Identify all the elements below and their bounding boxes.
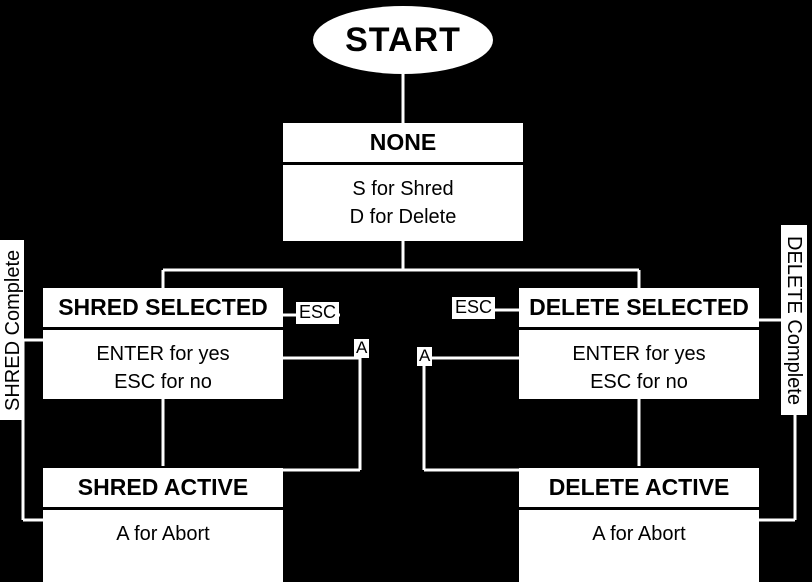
state-none: NONE S for Shred D for Delete xyxy=(283,123,523,241)
edge-label-esc-right: ESC xyxy=(452,297,496,319)
state-delete-active-line-1: A for Abort xyxy=(592,523,686,545)
state-shred-selected-title: SHRED SELECTED xyxy=(43,288,283,330)
state-delete-selected-line-2: ESC for no xyxy=(590,371,688,393)
side-label-delete-complete: DELETE Complete xyxy=(781,225,807,415)
state-shred-selected: SHRED SELECTED ENTER for yes ESC for no xyxy=(43,288,283,399)
state-delete-active-title: DELETE ACTIVE xyxy=(519,468,759,510)
state-delete-selected-title: DELETE SELECTED xyxy=(519,288,759,330)
state-shred-selected-line-1: ENTER for yes xyxy=(96,343,230,365)
start-label: START xyxy=(345,20,461,59)
side-label-shred-complete: SHRED Complete xyxy=(0,240,24,420)
state-shred-active-body: A for Abort xyxy=(43,510,283,560)
edge-label-esc-left: ESC xyxy=(296,302,340,324)
state-none-line-2: D for Delete xyxy=(349,206,457,228)
state-shred-selected-line-2: ESC for no xyxy=(114,371,212,393)
state-shred-active-line-1: A for Abort xyxy=(116,523,210,545)
state-delete-selected: DELETE SELECTED ENTER for yes ESC for no xyxy=(519,288,759,399)
state-shred-active-title: SHRED ACTIVE xyxy=(43,468,283,510)
state-delete-selected-line-1: ENTER for yes xyxy=(572,343,706,365)
state-none-line-1: S for Shred xyxy=(352,178,454,200)
state-none-title: NONE xyxy=(283,123,523,165)
edge-label-abort-left: A xyxy=(354,338,370,358)
state-delete-selected-body: ENTER for yes ESC for no xyxy=(519,330,759,408)
start-node: START xyxy=(313,6,493,74)
state-shred-selected-body: ENTER for yes ESC for no xyxy=(43,330,283,408)
state-delete-active: DELETE ACTIVE A for Abort xyxy=(519,468,759,582)
edge-label-abort-right: A xyxy=(417,346,433,366)
state-shred-active: SHRED ACTIVE A for Abort xyxy=(43,468,283,582)
state-delete-active-body: A for Abort xyxy=(519,510,759,560)
state-none-body: S for Shred D for Delete xyxy=(283,165,523,243)
